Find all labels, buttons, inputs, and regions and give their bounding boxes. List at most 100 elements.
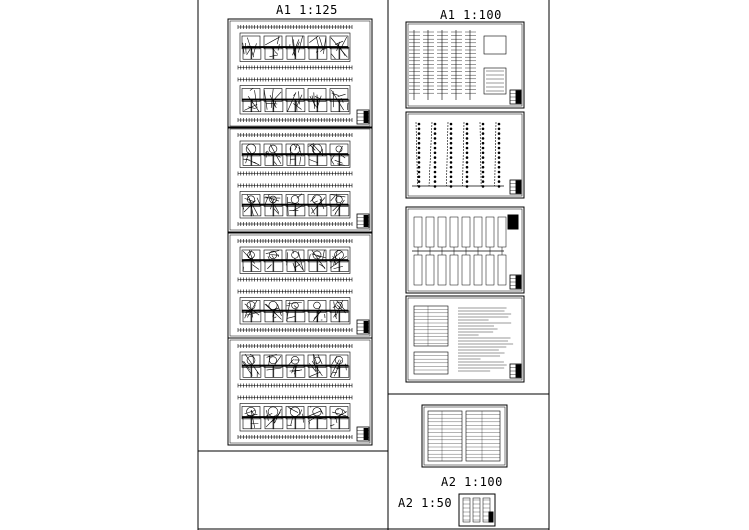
- wall-detail: [252, 43, 257, 56]
- stair-symbol: [291, 301, 299, 310]
- floor-plan-drawing: [237, 25, 353, 70]
- corridor-wall: [242, 364, 348, 367]
- stair-symbol: [313, 301, 321, 310]
- panel-box: [449, 216, 459, 248]
- fixture-point: [449, 137, 453, 140]
- stair-symbol: [335, 407, 343, 416]
- fixture-point: [449, 132, 453, 135]
- corridor-wall: [242, 153, 348, 156]
- wall-detail: [292, 262, 296, 271]
- wall-detail: [274, 316, 277, 319]
- wall-detail: [332, 305, 336, 308]
- drawing-sheet: [405, 295, 525, 383]
- wall-detail: [309, 406, 312, 408]
- wall-detail: [296, 193, 303, 199]
- wall-detail: [266, 410, 269, 421]
- fixture-point: [481, 156, 485, 159]
- wall-detail: [319, 408, 324, 415]
- wall-detail: [309, 144, 316, 151]
- panel-box: [425, 254, 435, 286]
- wall-detail: [308, 254, 311, 260]
- wall-detail: [346, 102, 349, 111]
- wall-detail: [286, 252, 288, 266]
- wall-detail: [273, 207, 280, 215]
- wall-detail: [337, 163, 345, 166]
- wall-detail: [247, 250, 252, 258]
- wall-detail: [329, 256, 347, 269]
- wall-detail: [266, 102, 278, 105]
- wall-detail: [291, 366, 295, 374]
- fixture-point: [449, 170, 453, 174]
- wall-detail: [331, 92, 339, 96]
- wall-detail: [272, 101, 277, 110]
- fixture-point: [417, 137, 421, 140]
- wall-detail: [245, 43, 247, 54]
- stair-symbol: [312, 250, 322, 260]
- wall-detail: [244, 198, 255, 203]
- wall-detail: [333, 250, 338, 265]
- wall-detail: [286, 316, 296, 319]
- wall-detail: [333, 313, 336, 318]
- fixture-point: [433, 132, 437, 135]
- wall-detail: [334, 199, 345, 214]
- wall-detail: [316, 37, 319, 47]
- fixture-point: [481, 127, 485, 131]
- wall-detail: [336, 367, 341, 370]
- fixture-point: [449, 141, 453, 145]
- scale-label-a1-100: A1 1:100: [440, 8, 502, 22]
- wall-detail: [292, 249, 294, 254]
- wall-detail: [274, 408, 282, 424]
- stair-symbol: [291, 251, 299, 259]
- fixture-point: [481, 165, 485, 169]
- drawing-sheet: [421, 404, 508, 468]
- scale-label-a1-125: A1 1:125: [276, 3, 338, 17]
- fixture-point: [417, 156, 421, 159]
- wall-detail: [309, 35, 319, 43]
- sheet-border: [227, 126, 373, 233]
- building-outline: [239, 140, 351, 168]
- wall-detail: [246, 49, 251, 56]
- fixture-point: [497, 161, 501, 164]
- title-block-fill: [515, 275, 521, 289]
- wall-detail: [308, 422, 311, 425]
- sheet-border: [458, 493, 496, 527]
- title-block-fill: [515, 180, 521, 194]
- stair-symbol: [290, 195, 300, 204]
- fixture-point: [497, 132, 501, 135]
- fixture-point: [465, 137, 469, 140]
- wall-detail: [337, 93, 346, 97]
- wall-detail: [271, 255, 274, 259]
- fixture-point: [481, 137, 485, 140]
- wall-detail: [330, 195, 336, 201]
- pipe-line: [446, 121, 449, 187]
- wall-detail: [290, 416, 293, 426]
- drawing-sheet: [227, 232, 373, 339]
- fixture-point: [433, 165, 437, 169]
- wall-detail: [242, 361, 253, 376]
- wall-detail: [267, 256, 270, 260]
- fixture-point: [465, 122, 469, 126]
- wall-detail: [292, 205, 303, 211]
- wall-detail: [267, 264, 272, 270]
- wall-detail: [243, 200, 256, 213]
- sheet-inner-border: [407, 23, 523, 107]
- fixture-point: [417, 146, 421, 150]
- wall-detail: [330, 159, 335, 165]
- stair-symbol: [245, 143, 257, 155]
- wall-detail: [298, 91, 300, 105]
- fixture-point: [497, 122, 501, 126]
- sheet-inner-border: [229, 128, 371, 231]
- floor-plan-drawing: [237, 133, 353, 176]
- wall-detail: [299, 156, 302, 165]
- panel-box: [437, 216, 447, 248]
- wall-detail: [338, 145, 343, 155]
- panel-box: [413, 254, 423, 286]
- fixture-point: [449, 180, 453, 183]
- panel-box: [461, 216, 471, 248]
- drawing-sheet: [227, 126, 373, 233]
- corridor-wall: [242, 46, 348, 49]
- drawing-sheet: [405, 206, 525, 294]
- wall-detail: [311, 253, 326, 259]
- corridor-wall: [242, 309, 348, 312]
